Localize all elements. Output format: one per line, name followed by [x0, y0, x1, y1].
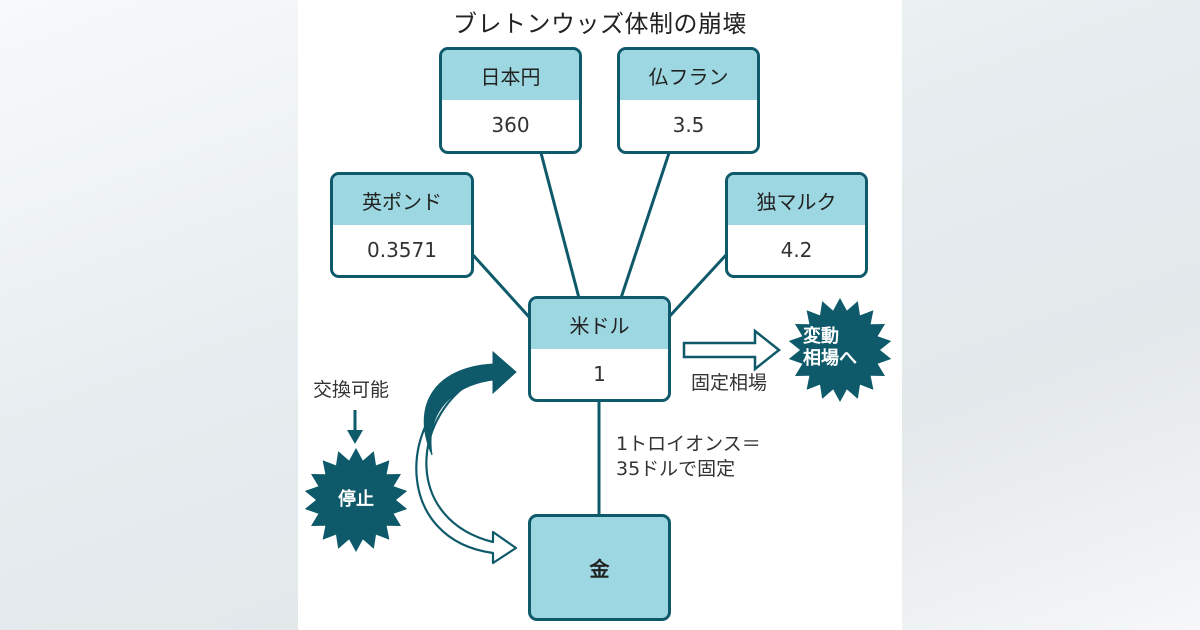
floating-burst-label: 変動 相場へ — [795, 326, 885, 370]
floating-burst-icon — [788, 298, 892, 402]
currency-box-frf: 仏フラン 3.5 — [617, 47, 760, 154]
currency-rate: 0.3571 — [367, 238, 437, 262]
connector-jpy-usd — [539, 152, 581, 299]
gold-peg-label: 1トロイオンス＝ 35ドルで固定 — [616, 432, 761, 482]
gold-label: 金 — [589, 557, 610, 581]
currency-name: 独マルク — [728, 175, 865, 225]
gold-peg-line1: 1トロイオンス＝ — [616, 433, 761, 455]
currency-rate: 360 — [491, 113, 530, 137]
down-arrow-icon — [347, 410, 363, 444]
fixed-rate-arrow-icon — [682, 328, 782, 372]
currency-box-dem: 独マルク 4.2 — [725, 172, 868, 278]
convertible-label: 交換可能 — [313, 379, 390, 401]
currency-name: 仏フラン — [620, 50, 757, 100]
currency-box-gbp: 英ポンド 0.3571 — [330, 172, 474, 278]
currency-rate: 4.2 — [780, 238, 813, 262]
suspended-burst-icon — [304, 448, 408, 552]
curved-arrow-gold-to-dollar-icon — [423, 350, 517, 456]
fixed-rate-label: 固定相場 — [691, 372, 768, 394]
floating-line2: 相場へ — [803, 348, 857, 369]
gold-box: 金 — [528, 514, 671, 621]
currency-rate: 3.5 — [672, 113, 705, 137]
currency-name: 英ポンド — [333, 175, 471, 225]
connector-dem-usd — [666, 253, 728, 320]
connector-frf-usd — [619, 152, 671, 299]
currency-name: 日本円 — [442, 50, 579, 100]
currency-box-usd: 米ドル 1 — [528, 296, 671, 402]
suspended-burst-label: 停止 — [338, 489, 374, 510]
connector-gbp-usd — [471, 253, 532, 320]
floating-line1: 変動 — [803, 326, 839, 347]
currency-rate: 1 — [593, 362, 606, 386]
gold-peg-line2: 35ドルで固定 — [616, 458, 736, 480]
diagram-title: ブレトンウッズ体制の崩壊 — [453, 10, 747, 38]
currency-name: 米ドル — [531, 299, 668, 349]
currency-box-jpy: 日本円 360 — [439, 47, 582, 154]
